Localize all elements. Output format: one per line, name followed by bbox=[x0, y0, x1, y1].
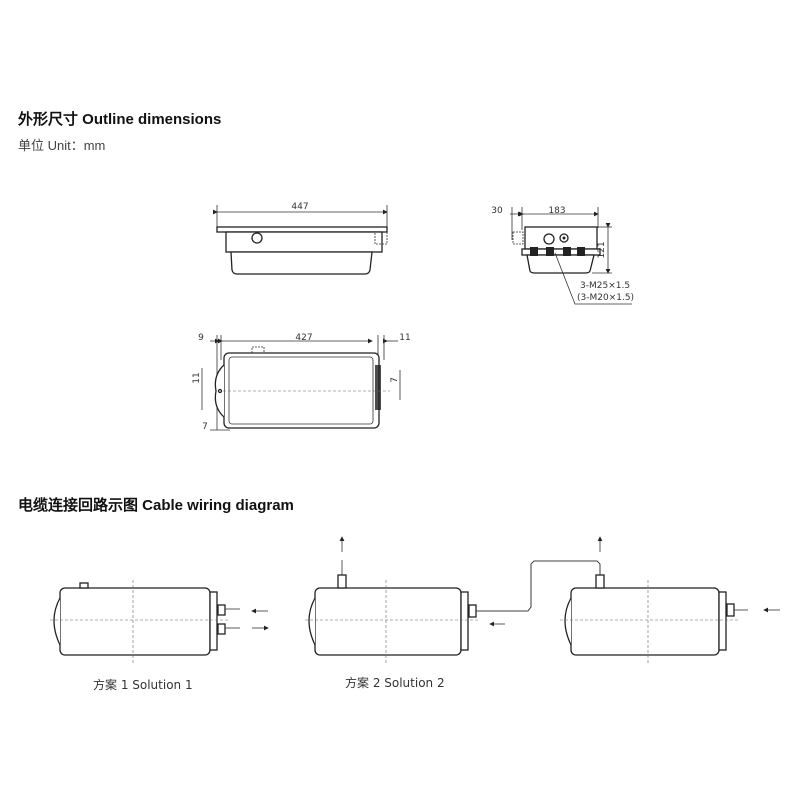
plan-view: 9 427 11 11 7 7 bbox=[192, 333, 411, 432]
wiring-solution-2: 方案 2 Solution 2 bbox=[305, 536, 780, 690]
svg-text:9: 9 bbox=[198, 333, 204, 343]
svg-text:11: 11 bbox=[192, 372, 202, 383]
unit-label: 单位 Unit：mm bbox=[18, 138, 106, 153]
wiring-solution-1: 方案 1 Solution 1 bbox=[50, 580, 269, 692]
side-view: 30 183 121 3-M25×1.5 (3-M20×1.5) bbox=[491, 206, 634, 305]
gland-icon bbox=[251, 232, 263, 244]
svg-text:7: 7 bbox=[202, 422, 208, 432]
svg-text:427: 427 bbox=[295, 333, 312, 343]
svg-text:30: 30 bbox=[491, 206, 503, 216]
svg-text:183: 183 bbox=[548, 206, 565, 216]
thread-spec-alt: (3-M20×1.5) bbox=[577, 293, 634, 303]
solution-1-label: 方案 1 Solution 1 bbox=[93, 677, 193, 692]
top-view: 447 bbox=[213, 202, 388, 275]
svg-text:121: 121 bbox=[597, 241, 607, 258]
solution-2-label: 方案 2 Solution 2 bbox=[345, 675, 445, 690]
thread-spec: 3-M25×1.5 bbox=[580, 281, 630, 291]
wiring-title: 电缆连接回路示图 Cable wiring diagram bbox=[18, 497, 294, 514]
svg-text:7: 7 bbox=[390, 377, 400, 383]
svg-text:11: 11 bbox=[399, 333, 410, 343]
dim-447: 447 bbox=[291, 202, 308, 212]
outline-title: 外形尺寸 Outline dimensions bbox=[18, 111, 222, 128]
